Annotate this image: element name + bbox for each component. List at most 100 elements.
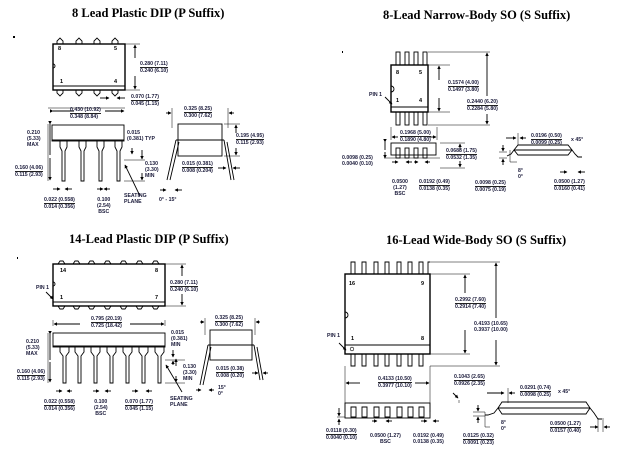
stray-mark	[13, 36, 15, 38]
dip14-side-view	[47, 320, 185, 393]
dim-dip14-width: 0.280 (7.11)0.240 (6.10)	[170, 280, 198, 293]
dim-max: 0.280 (7.11)	[170, 280, 198, 287]
pin-number: 5	[114, 46, 118, 52]
dim-line: 0.0040 (0.10)	[342, 161, 373, 167]
dim-line: (0.381) TYP	[127, 136, 155, 142]
dim-max: 0.430 (10.92)	[70, 107, 101, 114]
dim-min: 0.014 (0.356)	[44, 406, 75, 412]
pin-number: 1	[351, 336, 355, 342]
dim-dip8-length: 0.430 (10.92)0.348 (8.84)	[70, 107, 101, 120]
pin-number: 8	[396, 70, 400, 76]
dim-line: MAX	[26, 351, 38, 357]
dim-line: SEATING	[170, 396, 193, 402]
dim-line: 0.0500 (1.27)	[370, 433, 401, 439]
dip8-side-view	[47, 107, 145, 197]
title-so8: 8-Lead Narrow-Body SO (S Suffix)	[383, 8, 571, 22]
dim-dip14-row: 0.325 (8.25)0.300 (7.62)	[215, 315, 243, 328]
dim-max: 0.325 (8.25)	[215, 315, 243, 322]
dim-so16-length: 0.4133 (10.50)0.3977 (10.10)	[378, 376, 412, 389]
dim-min: 0.0040 (0.10)	[326, 435, 357, 441]
dim-max: 0.070 (1.77)	[131, 94, 159, 101]
dim-line: (5.33)	[27, 136, 41, 142]
dim-line: MIN	[145, 173, 155, 179]
dim-max: 0.0098 (0.25)	[475, 180, 506, 187]
dim-so16-height: 0.1043 (2.65)0.0926 (2.35)	[454, 374, 485, 387]
dim-dip8-shoulder: 0.015(0.381) TYP	[127, 130, 155, 142]
so8-top-view	[384, 51, 490, 126]
dim-so8-chamfer: 0.0196 (0.50)0.0099 (0.25)	[531, 133, 562, 146]
dim-line: BSC	[394, 191, 406, 197]
dim-line: 0.0500	[392, 179, 408, 185]
pin-number: 5	[419, 70, 423, 76]
dim-min: 0.0926 (2.35)	[454, 381, 485, 387]
dim-line: (0.381)	[171, 336, 188, 342]
dim-min: 0.008 (0.204)	[182, 168, 213, 174]
dim-line: BSC	[98, 209, 110, 215]
dim-min: 0.115 (2.93)	[236, 140, 264, 146]
dim-max: 0.160 (4.06)	[17, 369, 45, 376]
dim-line: 8°	[501, 420, 506, 426]
dim-max: 0.0688 (1.75)	[446, 148, 477, 155]
dim-line: 0.100	[97, 197, 111, 203]
dim-so8-overall: 0.2440 (6.20)0.2284 (5.80)	[467, 99, 498, 112]
dim-min: 0.240 (6.10)	[170, 287, 198, 293]
pin-number: 8	[155, 268, 159, 274]
dim-min: 0.1497 (3.80)	[448, 87, 479, 93]
dip14-end-view	[196, 318, 268, 392]
dim-so8-chamfer-angle: x 45°	[571, 137, 584, 143]
dim-dip14-height: 0.210(5.33)MAX	[26, 339, 40, 357]
dim-line: 0.015	[127, 130, 140, 136]
dim-dip14-lead-width: 0.022 (0.558)0.014 (0.356)	[44, 399, 75, 412]
stray-mark	[17, 257, 18, 259]
dim-min: 0.0160 (0.41)	[554, 186, 585, 192]
dim-max: 0.2440 (6.20)	[467, 99, 498, 106]
dim-max: 0.0196 (0.50)	[531, 133, 562, 140]
dim-max: 0.070 (1.77)	[125, 399, 153, 406]
dim-min: 0.300 (7.62)	[215, 322, 243, 328]
dim-line: BSC	[379, 439, 391, 445]
dim-so8-width: 0.1574 (4.00)0.1497 (3.80)	[448, 80, 479, 93]
dim-max: 0.160 (4.06)	[15, 165, 43, 172]
dim-line: 0.100	[94, 399, 108, 405]
pin-number: 7	[155, 295, 159, 301]
dim-dip8-lead-length: 0.160 (4.06)0.115 (2.93)	[15, 165, 43, 178]
dim-so8-standoff: 0.0098 (0.25)0.0040 (0.10)	[342, 155, 373, 167]
dim-line: BSC	[95, 411, 107, 417]
dim-min: 0.348 (8.84)	[70, 114, 98, 120]
dim-min: 0.115 (2.93)	[17, 376, 45, 382]
dim-line: (5.33)	[26, 345, 40, 351]
dim-max: 0.1043 (2.65)	[454, 374, 485, 381]
dim-max: 0.2992 (7.60)	[455, 297, 486, 304]
dim-max: 0.022 (0.558)	[44, 197, 75, 204]
dim-max: 0.022 (0.558)	[44, 399, 75, 406]
so16-top-view	[338, 261, 500, 367]
pin-number: 4	[419, 98, 423, 104]
dim-dip14-angle: 15°0°	[218, 385, 226, 397]
dim-min: 0.0099 (0.25)	[531, 140, 562, 146]
dim-line: (3.30)	[145, 167, 159, 173]
dim-min: 0.115 (2.93)	[15, 172, 43, 178]
dim-line: 0.210	[26, 339, 39, 345]
dim-line: 0°	[218, 391, 223, 397]
dim-so16-angle: 8°0°	[501, 420, 506, 432]
dim-line: 0.4193 (10.65)	[474, 321, 508, 327]
dim-min: 0.0157 (0.40)	[550, 428, 581, 434]
dim-so16-overall: 0.4193 (10.65)0.3937 (10.00)	[474, 321, 508, 333]
dim-dip8-side-height: 0.195 (4.95)0.115 (2.93)	[236, 133, 264, 146]
dim-max: 0.0118 (0.30)	[326, 428, 357, 435]
dim-min: 0.045 (1.15)	[131, 101, 159, 107]
dim-dip8-height: 0.210(5.33)MAX	[27, 130, 41, 148]
dim-max: 0.1968 (5.00)	[400, 130, 431, 137]
dim-dip8-row: 0.325 (8.25)0.300 (7.62)	[184, 106, 212, 119]
dim-min: 0.2914 (7.40)	[455, 304, 486, 310]
dim-line: 15°	[218, 385, 226, 391]
dim-line: 0.015	[171, 330, 184, 336]
dim-min: 0.0098 (0.25)	[520, 392, 551, 398]
dim-so8-length: 0.1968 (5.00)0.1890 (4.80)	[400, 130, 431, 143]
dim-line: SEATING	[124, 193, 147, 199]
pin-number: 8	[421, 336, 425, 342]
dim-line: 0°	[501, 426, 506, 432]
